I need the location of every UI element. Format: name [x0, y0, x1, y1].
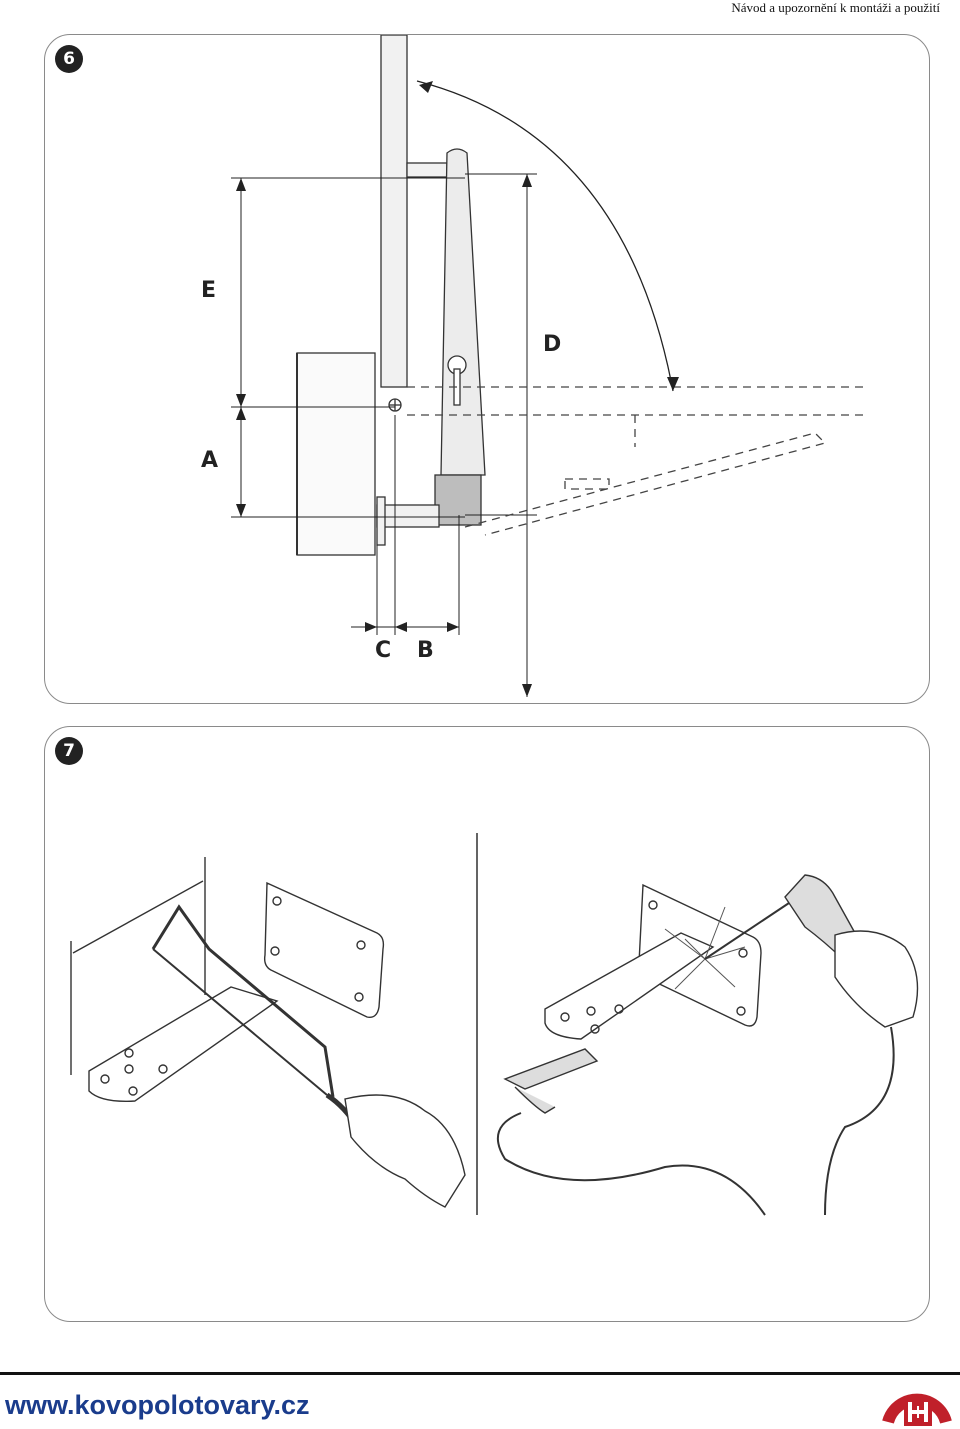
dimension-label-c: C	[375, 638, 391, 663]
bracket-plate	[263, 881, 385, 1018]
gate-bracket	[406, 162, 448, 178]
welding-electrode	[704, 902, 790, 960]
figure-7-number: 7	[55, 737, 83, 765]
cable-ground	[496, 1112, 766, 1216]
dimension-label-b: B	[417, 638, 434, 663]
hacksaw-icon	[151, 904, 335, 1098]
dimension-label-e: E	[201, 278, 216, 303]
figure-7-panel: 7	[44, 726, 930, 1322]
weld-spark-icon	[664, 906, 746, 990]
figure-6-number: 6	[55, 45, 83, 73]
actuator-arm	[440, 148, 486, 476]
gate-leaf	[380, 35, 408, 388]
dimension-label-d: D	[543, 332, 561, 357]
wall-bracket	[376, 504, 440, 528]
flat-bar	[88, 986, 279, 1102]
flat-bar-holes	[100, 1048, 168, 1096]
cable-electrode	[824, 1026, 895, 1216]
kovopolotovary-logo-icon	[882, 1393, 952, 1426]
footer-rule	[0, 1372, 960, 1375]
hand-icon	[344, 1094, 466, 1208]
figure-6-panel: 6	[44, 34, 930, 704]
footer-website-link[interactable]: www.kovopolotovary.cz	[5, 1390, 310, 1420]
dimension-label-a: A	[201, 448, 218, 473]
figure-7-diagram	[70, 833, 919, 1216]
swing-arc	[416, 80, 674, 392]
wall-pillar	[296, 352, 376, 556]
cut-length-dimension	[72, 880, 204, 954]
document-header: Návod a upozornění k montáži a použití	[731, 0, 940, 15]
bracket-plate-holes	[270, 896, 366, 1002]
figure-6-diagram: E D A C B	[201, 35, 865, 697]
ground-clamp-icon	[503, 1048, 599, 1114]
